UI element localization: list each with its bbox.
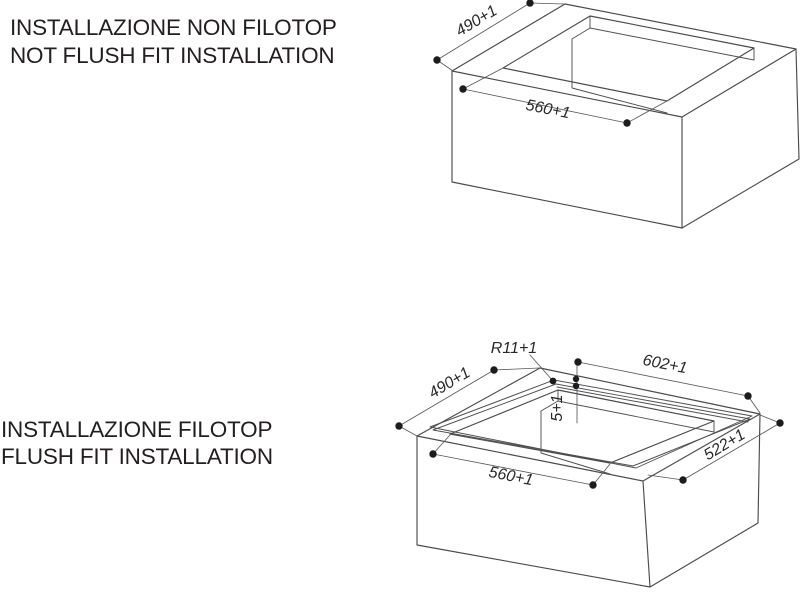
bottom-section: INSTALLAZIONE FILOTOP FLUSH FIT INSTALLA… (1, 340, 784, 588)
cabinet-drawing-top (451, 3, 800, 229)
top-title-line2: NOT FLUSH FIT INSTALLATION (10, 43, 334, 68)
dimension-dot (395, 422, 403, 430)
dimension-dot (744, 392, 752, 400)
dimension-522: 522+1 (647, 414, 784, 484)
dim-label-490-top: 490+1 (453, 2, 500, 40)
dimension-dot (549, 377, 557, 385)
dim-label-r11: R11+1 (491, 340, 537, 357)
top-section: INSTALLAZIONE NON FILOTOP NOT FLUSH FIT … (10, 0, 800, 229)
dimension-line (432, 434, 611, 486)
dimension-490-top: 490+1 (433, 0, 565, 72)
dimension-dot (490, 366, 498, 374)
cabinet-box-outline (416, 367, 761, 588)
cutout-interior-lines-bottom (540, 389, 715, 475)
dimension-dot (589, 481, 597, 489)
recess-step-edge (432, 383, 751, 467)
dimension-560-top: 560+1 (459, 67, 668, 127)
bottom-title-line1: INSTALLAZIONE FILOTOP (1, 417, 272, 442)
dim-label-560-top: 560+1 (524, 97, 571, 122)
dimension-5: 5+1 (549, 375, 580, 422)
dimension-r11: R11+1 (491, 340, 557, 385)
leader-line (529, 354, 554, 382)
dimension-dot (679, 476, 687, 484)
cabinet-drawing-bottom (416, 367, 761, 588)
dimension-dot (574, 358, 582, 366)
bottom-section-title: INSTALLAZIONE FILOTOP FLUSH FIT INSTALLA… (1, 417, 273, 469)
dimension-line (436, 2, 565, 72)
dimension-dot (776, 419, 784, 427)
dimension-dot (623, 119, 631, 127)
dimension-490-bottom: 490+1 (395, 364, 540, 437)
dim-label-560-bottom: 560+1 (487, 464, 534, 489)
cabinet-box-edges (416, 413, 761, 588)
cabinet-box-edges (451, 48, 797, 229)
dim-label-522: 522+1 (701, 426, 748, 464)
dimension-560-bottom: 560+1 (429, 434, 611, 489)
cutout-hole-bottom (449, 389, 715, 464)
cutout-interior-lines-top (571, 15, 755, 114)
dimension-dot (429, 450, 437, 458)
bottom-title-line2: FLUSH FIT INSTALLATION (1, 444, 273, 469)
dimension-dot (572, 375, 580, 383)
top-section-title: INSTALLAZIONE NON FILOTOP NOT FLUSH FIT … (10, 15, 337, 68)
dim-label-602: 602+1 (641, 352, 688, 377)
cabinet-box-outline (451, 3, 800, 229)
dimension-dot (459, 85, 467, 93)
top-title-line1: INSTALLAZIONE NON FILOTOP (10, 15, 337, 40)
dimension-dot (526, 0, 534, 7)
dim-label-5: 5+1 (549, 394, 566, 421)
dimension-dot (433, 56, 441, 64)
recess-step-edge-back (556, 386, 749, 423)
dimension-line (462, 67, 668, 124)
dimension-dot (572, 382, 580, 390)
